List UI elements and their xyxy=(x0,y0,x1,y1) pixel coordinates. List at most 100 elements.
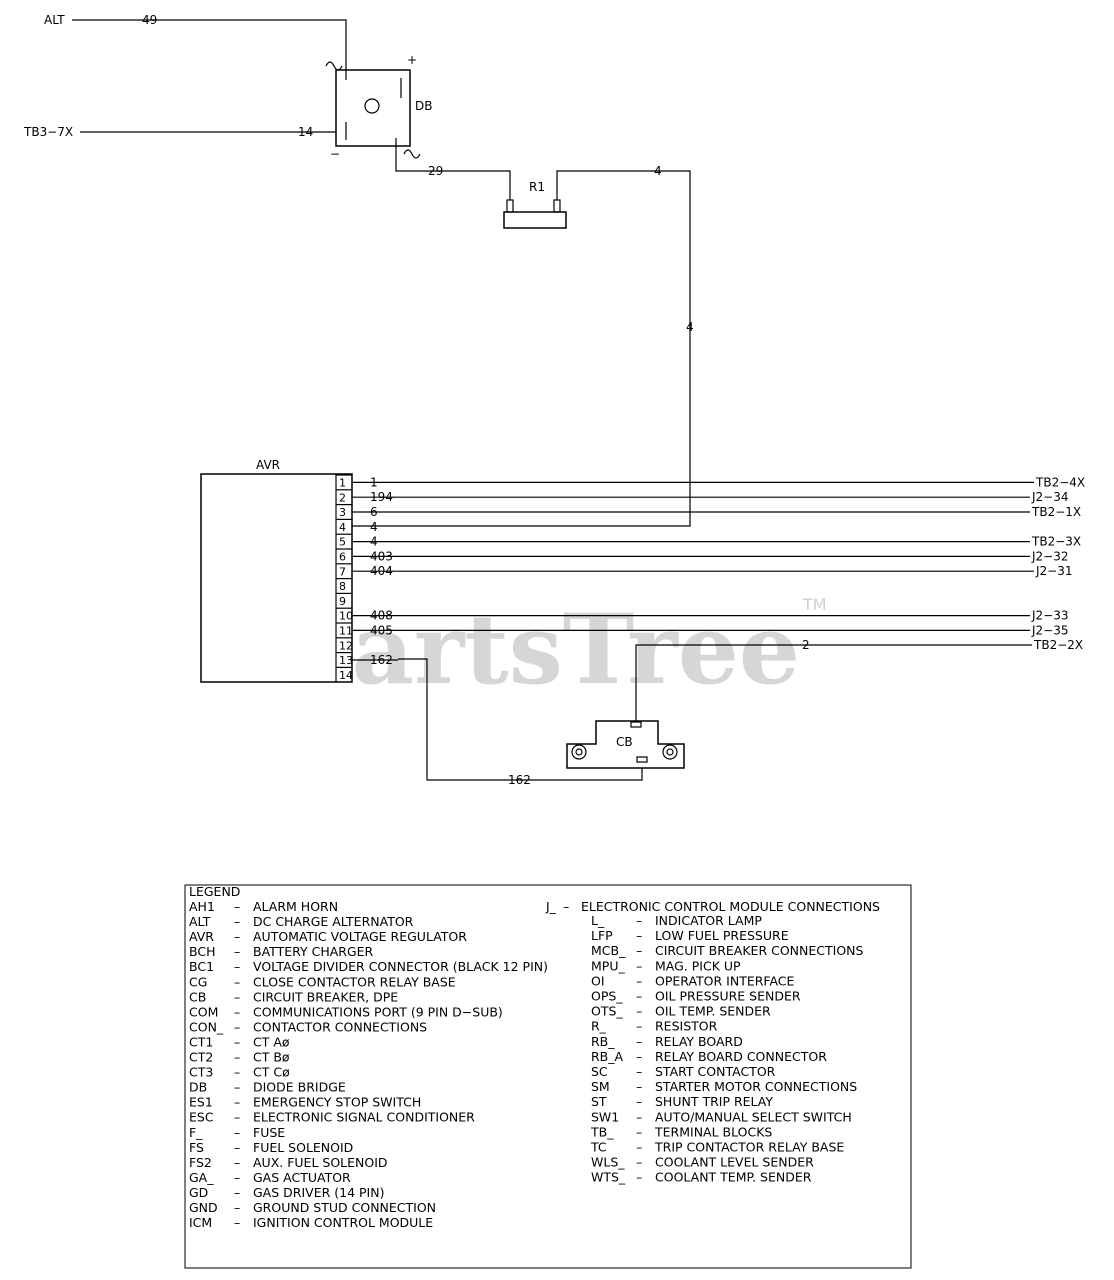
legend-dash: – xyxy=(636,1019,642,1034)
legend-desc: START CONTACTOR xyxy=(655,1064,776,1079)
legend-desc: CIRCUIT BREAKER CONNECTIONS xyxy=(655,943,864,958)
legend-desc: TRIP CONTACTOR RELAY BASE xyxy=(654,1140,844,1155)
legend-dash: – xyxy=(234,959,240,974)
legend-desc: EMERGENCY STOP SWITCH xyxy=(253,1095,421,1110)
watermark: PartsTree xyxy=(282,593,800,706)
legend-code: OPS_ xyxy=(591,989,623,1004)
legend-code: CT2 xyxy=(189,1050,213,1065)
legend-code: MPU_ xyxy=(591,958,625,973)
legend-desc: BATTERY CHARGER xyxy=(253,944,374,959)
legend-desc: RELAY BOARD CONNECTOR xyxy=(655,1049,827,1064)
legend-right-header-dash: – xyxy=(563,899,569,914)
legend-dash: – xyxy=(636,1064,642,1079)
legend-desc: COOLANT TEMP. SENDER xyxy=(655,1170,812,1185)
wire-162-bottom-label: 162 xyxy=(508,773,531,787)
legend-code: WTS_ xyxy=(591,1170,626,1185)
legend-code: CB xyxy=(189,989,206,1004)
wire-29 xyxy=(395,146,511,200)
legend-dash: – xyxy=(234,1215,240,1230)
legend-code: SW1 xyxy=(591,1109,619,1124)
avr-block xyxy=(200,473,353,683)
legend-desc: OPERATOR INTERFACE xyxy=(655,973,795,988)
avr-wire-dest: J2−31 xyxy=(1035,564,1073,578)
legend-desc: GAS ACTUATOR xyxy=(253,1170,351,1185)
r1-label: R1 xyxy=(529,180,545,194)
legend-dash: – xyxy=(234,1185,240,1200)
legend-code: ESC xyxy=(189,1110,214,1125)
avr-pin-label: 9 xyxy=(339,595,346,608)
legend-dash: – xyxy=(234,1019,240,1034)
legend-desc: FUEL SOLENOID xyxy=(253,1140,353,1155)
avr-wire-number: 6 xyxy=(370,505,378,519)
alt-label: ALT xyxy=(44,13,65,27)
legend-dash: – xyxy=(636,1079,642,1094)
legend-dash: – xyxy=(636,1094,642,1109)
legend-desc: COMMUNICATIONS PORT (9 PIN D−SUB) xyxy=(253,1004,503,1019)
avr-wire-number: 404 xyxy=(370,564,393,578)
legend-desc: CIRCUIT BREAKER, DPE xyxy=(253,989,398,1004)
legend-desc: VOLTAGE DIVIDER CONNECTOR (BLACK 12 PIN) xyxy=(253,959,548,974)
avr-pin-label: 5 xyxy=(339,536,346,549)
legend-dash: – xyxy=(234,1140,240,1155)
avr-wire-dest: TB2−3X xyxy=(1031,535,1081,549)
avr-wire-dest: J2−35 xyxy=(1031,623,1069,637)
legend-title: LEGEND xyxy=(189,884,240,899)
cb-label: CB xyxy=(616,735,633,749)
legend-dash: – xyxy=(636,1140,642,1155)
legend-code: MCB_ xyxy=(591,943,626,958)
legend-desc: AUTO/MANUAL SELECT SWITCH xyxy=(655,1109,852,1124)
wire-4-top-label: 4 xyxy=(654,164,662,178)
legend-dash: – xyxy=(234,929,240,944)
legend-desc: DIODE BRIDGE xyxy=(253,1080,346,1095)
legend-desc: DC CHARGE ALTERNATOR xyxy=(253,914,414,929)
legend-desc: GAS DRIVER (14 PIN) xyxy=(253,1185,384,1200)
avr-pin-label: 7 xyxy=(339,565,346,578)
wire-29-label: 29 xyxy=(428,164,443,178)
wire-4-vert-label: 4 xyxy=(686,320,694,334)
legend-dash: – xyxy=(636,928,642,943)
legend-desc: STARTER MOTOR CONNECTIONS xyxy=(655,1079,857,1094)
legend-code: TC xyxy=(590,1140,607,1155)
legend-desc: AUTOMATIC VOLTAGE REGULATOR xyxy=(253,929,467,944)
legend-code: ES1 xyxy=(189,1095,213,1110)
legend-dash: – xyxy=(234,1065,240,1080)
avr-pin-label: 11 xyxy=(339,625,353,638)
legend-code: FS xyxy=(189,1140,204,1155)
wire-2-cb xyxy=(635,644,1032,722)
legend-code: GA_ xyxy=(189,1170,214,1185)
avr-wire-number: 405 xyxy=(370,623,393,637)
legend-desc: COOLANT LEVEL SENDER xyxy=(655,1155,814,1170)
legend-code: ICM xyxy=(189,1215,212,1230)
legend-desc: FUSE xyxy=(253,1125,285,1140)
legend-desc: AUX. FUEL SOLENOID xyxy=(253,1155,388,1170)
legend-right-header-desc: ELECTRONIC CONTROL MODULE CONNECTIONS xyxy=(581,899,880,914)
db-label: DB xyxy=(415,99,432,113)
avr-pin-label: 8 xyxy=(339,580,346,593)
legend-code: SC xyxy=(591,1064,608,1079)
avr-wire-number: 162 xyxy=(370,653,393,667)
avr-pin-label: 14 xyxy=(339,669,353,682)
legend-code: GD xyxy=(189,1185,208,1200)
resistor-r1 xyxy=(503,199,567,229)
legend-desc: OIL PRESSURE SENDER xyxy=(655,989,801,1004)
avr-wire-number: 194 xyxy=(370,490,393,504)
legend-desc: GROUND STUD CONNECTION xyxy=(253,1200,436,1215)
legend-desc: RELAY BOARD xyxy=(655,1034,743,1049)
legend-desc: ALARM HORN xyxy=(253,899,338,914)
legend-dash: – xyxy=(636,913,642,928)
legend-code: CT1 xyxy=(189,1034,213,1049)
legend-desc: IGNITION CONTROL MODULE xyxy=(253,1215,433,1230)
legend-dash: – xyxy=(234,1004,240,1019)
legend-code: OTS_ xyxy=(591,1004,623,1019)
legend-code: ST xyxy=(591,1094,607,1109)
avr-pin-label: 4 xyxy=(339,521,346,534)
legend-desc: INDICATOR LAMP xyxy=(655,913,762,928)
avr-pin-label: 13 xyxy=(339,654,353,667)
legend-dash: – xyxy=(636,1170,642,1185)
legend-dash: – xyxy=(234,1200,240,1215)
legend-dash: – xyxy=(234,899,240,914)
legend-code: TB_ xyxy=(590,1124,614,1139)
avr-wire-dest: TB2−1X xyxy=(1031,505,1081,519)
legend-desc: SHUNT TRIP RELAY xyxy=(655,1094,773,1109)
legend-desc: LOW FUEL PRESSURE xyxy=(655,928,789,943)
